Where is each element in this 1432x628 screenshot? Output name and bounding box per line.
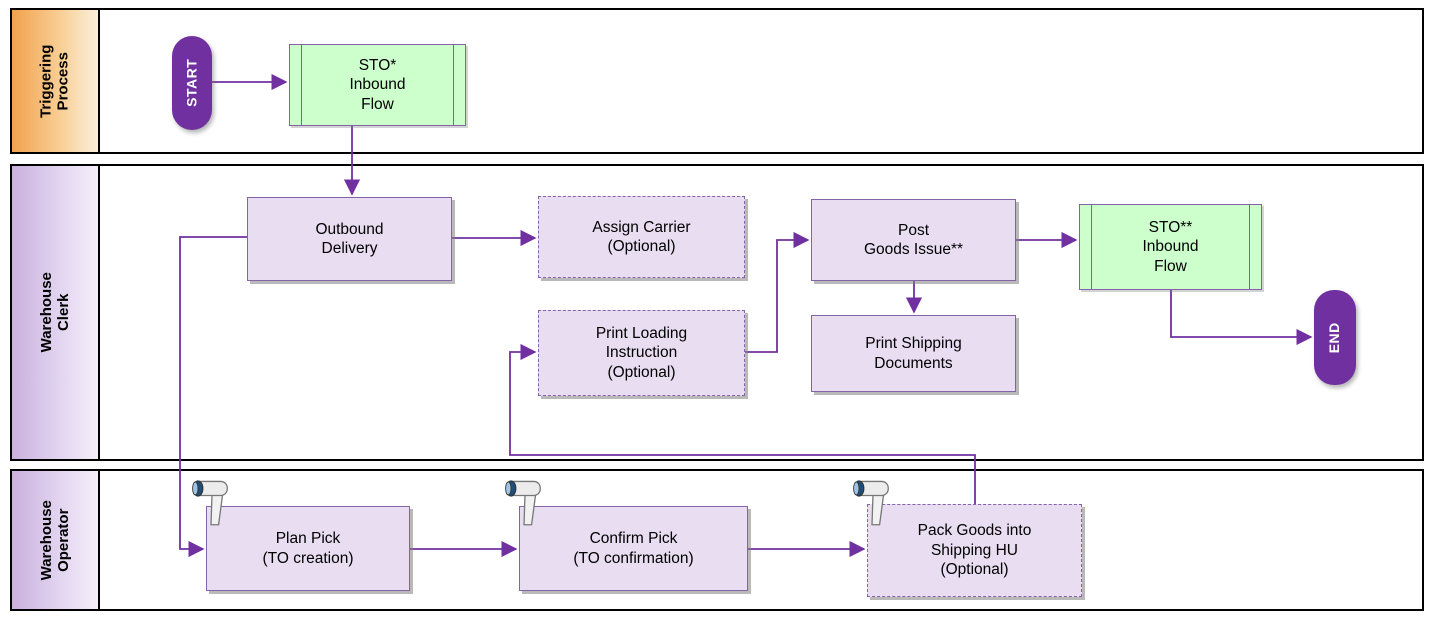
task-label: Print Shipping Documents [865, 335, 962, 372]
subprocess-label: STO** Inbound Flow [1142, 218, 1199, 275]
task-outbound-delivery: Outbound Delivery [247, 197, 452, 281]
end-label: END [1326, 321, 1343, 354]
end-node: END [1314, 290, 1356, 385]
task-label: Assign Carrier (Optional) [592, 218, 691, 255]
task-print-shipping-documents: Print Shipping Documents [811, 315, 1016, 392]
lane-label-warehouse-clerk: Warehouse Clerk [12, 166, 100, 459]
barcode-scanner-icon [505, 480, 541, 526]
task-print-loading-instruction: Print Loading Instruction (Optional) [538, 310, 745, 396]
lane-triggering-process: Triggering Process [10, 8, 1424, 154]
task-label: Plan Pick (TO creation) [262, 530, 354, 567]
subprocess-label: STO* Inbound Flow [349, 56, 406, 113]
task-confirm-pick: Confirm Pick (TO confirmation) [519, 506, 748, 591]
task-label: Pack Goods into Shipping HU (Optional) [917, 522, 1032, 579]
lane-label-text: Warehouse Clerk [37, 272, 72, 353]
lane-label-text: Triggering Process [37, 44, 72, 118]
lane-label-warehouse-operator: Warehouse Operator [12, 471, 100, 609]
task-label: Print Loading Instruction (Optional) [595, 324, 688, 381]
task-label: Outbound Delivery [315, 220, 384, 257]
task-label: Post Goods Issue** [863, 221, 964, 258]
start-label: START [183, 58, 200, 108]
lane-label-text: Warehouse Operator [37, 499, 72, 581]
barcode-scanner-icon [192, 480, 228, 526]
task-pack-goods-shipping-hu: Pack Goods into Shipping HU (Optional) [867, 504, 1082, 597]
task-assign-carrier: Assign Carrier (Optional) [538, 196, 745, 278]
barcode-scanner-icon [853, 480, 889, 526]
task-post-goods-issue: Post Goods Issue** [811, 199, 1016, 281]
start-node: START [172, 36, 212, 130]
subprocess-sto-inbound-2: STO** Inbound Flow [1079, 204, 1262, 290]
lane-label-triggering-process: Triggering Process [12, 10, 100, 152]
subprocess-sto-inbound-1: STO* Inbound Flow [289, 44, 466, 126]
task-plan-pick: Plan Pick (TO creation) [206, 506, 410, 591]
task-label: Confirm Pick (TO confirmation) [573, 530, 694, 567]
